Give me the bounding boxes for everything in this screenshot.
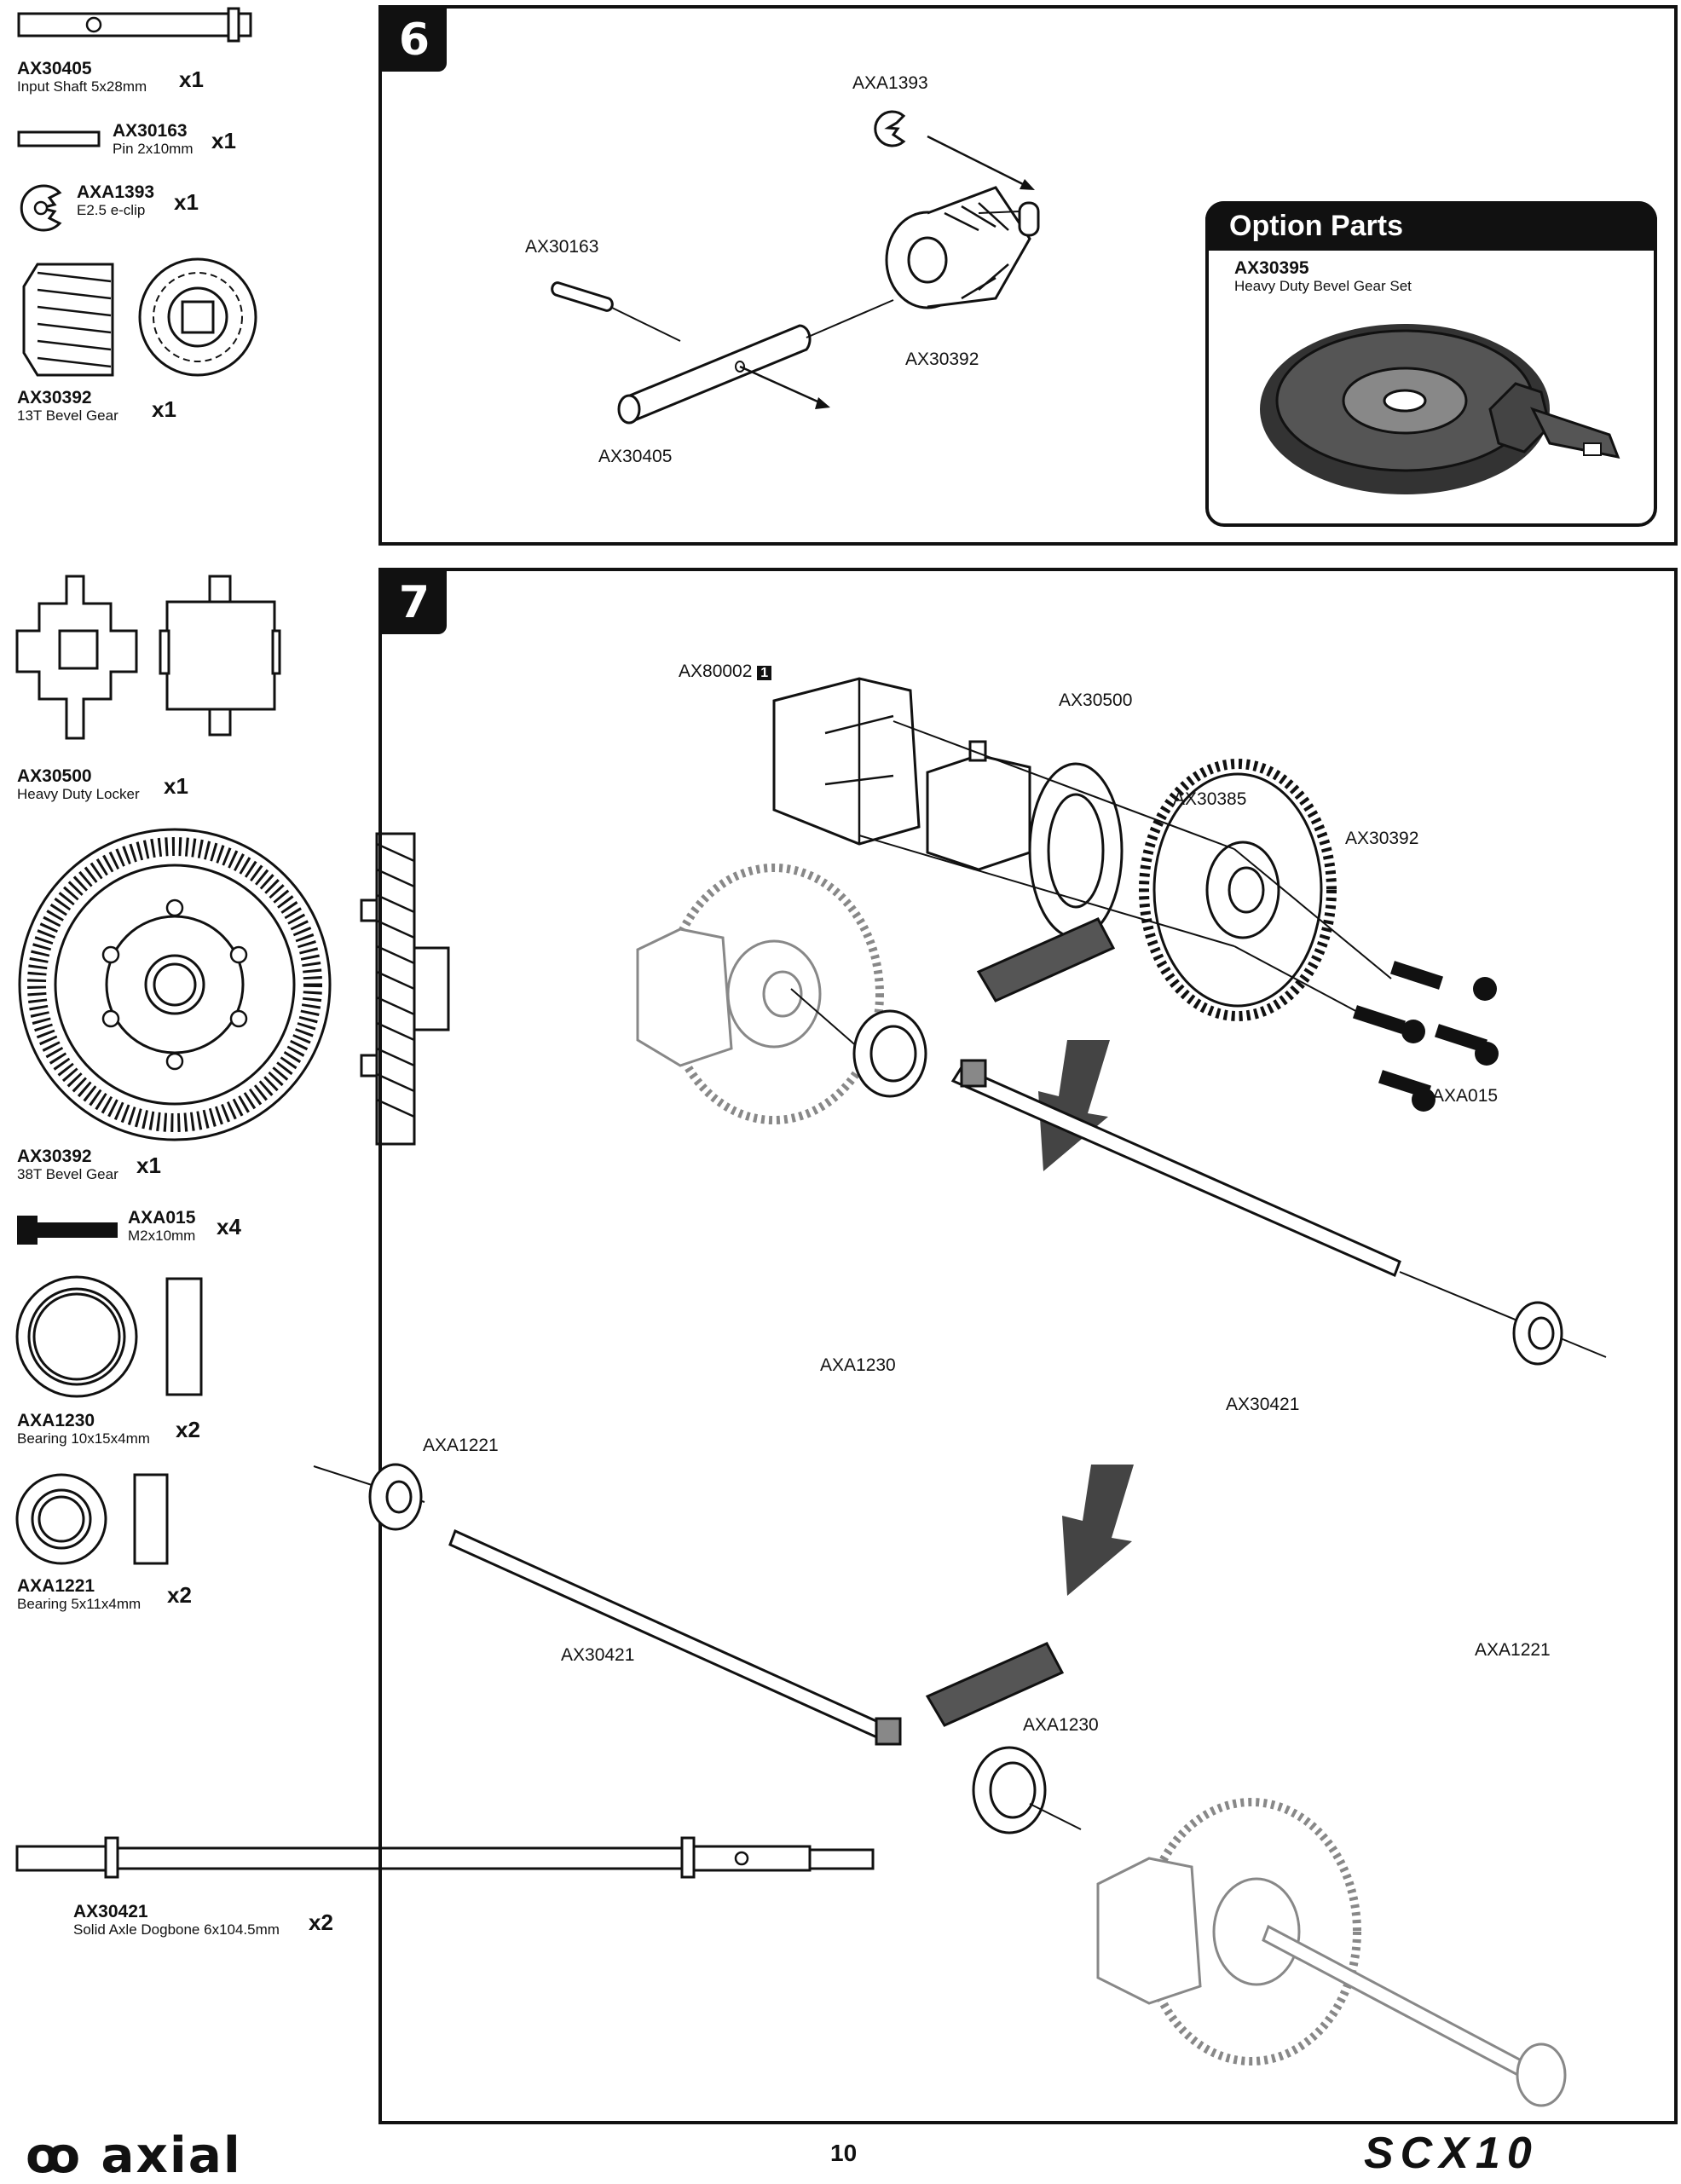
option-parts-title: Option Parts [1205, 201, 1657, 251]
option-part-desc: Heavy Duty Bevel Gear Set [1234, 278, 1412, 294]
option-gear-set-illustration [1260, 324, 1620, 494]
callout-label: AX30392 [1345, 829, 1419, 848]
part-qty: x2 [309, 1910, 333, 1935]
callout-label: AXA1230 [820, 1355, 896, 1375]
page-number: 10 [830, 2140, 858, 2166]
callout-label: AX30421 [561, 1645, 635, 1665]
option-parts-box: Option Parts AX30395 Heavy Duty Bevel Ge… [1205, 201, 1657, 527]
e-clip-illustration [20, 184, 62, 232]
step-6-diagram [551, 110, 1040, 425]
callout-label: AXA015 [1432, 1086, 1499, 1106]
small-bearing-illustration [15, 1473, 169, 1565]
dogbone-axle-illustration [15, 1836, 875, 1879]
part-qty: x2 [167, 1582, 192, 1608]
input-shaft-illustration [17, 7, 252, 43]
step-number: 7 [382, 571, 447, 634]
part-qty: x1 [136, 1153, 161, 1178]
screw-illustration [17, 1216, 118, 1245]
step-number: 6 [382, 9, 447, 72]
part-qty: x1 [164, 773, 188, 799]
callout-label: AX30500 [1059, 690, 1133, 710]
locker-illustration [15, 575, 281, 740]
logo-mark-icon: ꝏ [26, 2126, 83, 2184]
callout-label: AXA1221 [423, 1436, 499, 1455]
callout-label: AXA1393 [852, 73, 928, 93]
callout-label: AX30392 [905, 350, 979, 369]
callout-label: AX30385 [1173, 789, 1247, 809]
part-qty: x1 [211, 128, 236, 153]
option-part-code: AX30395 [1234, 258, 1309, 278]
callout-label: AX30405 [598, 447, 673, 466]
part-qty: x1 [179, 66, 204, 92]
small-bevel-gear-illustration [22, 257, 257, 377]
step-6-panel: 6 AXA1393 AX30163 AX30392 AX30405 Option… [378, 5, 1678, 546]
part-qty: x1 [152, 396, 176, 422]
callout-badge: 1 [757, 666, 772, 680]
callout-label: AX80002 1 [679, 662, 772, 682]
part-qty: x2 [176, 1417, 200, 1442]
product-logo: SCX10 [1364, 2129, 1539, 2178]
part-qty: x1 [174, 189, 199, 215]
large-bearing-illustration [15, 1275, 203, 1398]
large-bevel-gear-illustration [18, 828, 450, 1146]
callout-label: AX30163 [525, 237, 599, 257]
callout-label: AXA1230 [1023, 1715, 1099, 1735]
axial-logo: ꝏ axial [26, 2126, 242, 2184]
pin-illustration [17, 130, 101, 147]
part-qty: x4 [217, 1214, 241, 1239]
step-7-diagram [313, 677, 1607, 2107]
callout-label: AX30421 [1226, 1395, 1300, 1414]
step-7-panel: 7 [313, 568, 1678, 2124]
callout-label: AXA1221 [1475, 1640, 1551, 1660]
